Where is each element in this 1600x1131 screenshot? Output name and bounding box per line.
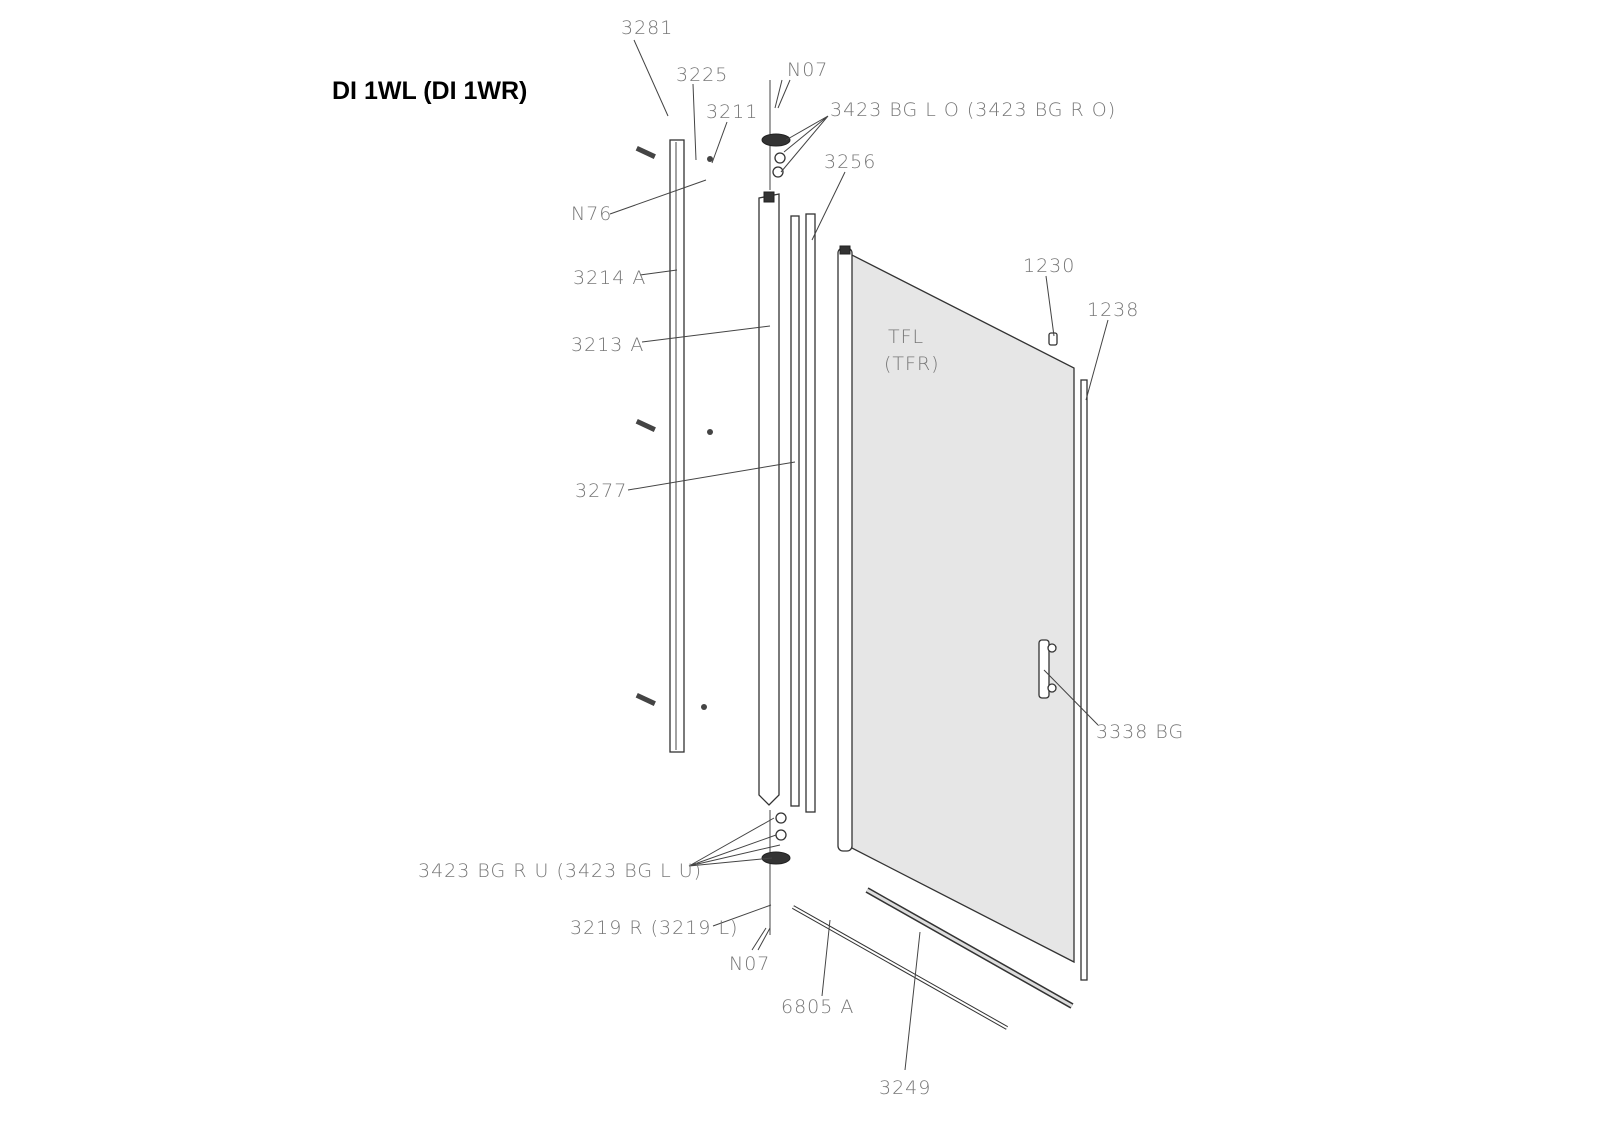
label-3213a: 3213 A bbox=[571, 334, 644, 356]
label-3423-bottom: 3423 BG R U (3423 BG L U) bbox=[418, 860, 702, 882]
label-3423-top: 3423 BG L O (3423 BG R O) bbox=[830, 99, 1116, 121]
seal-1238 bbox=[1080, 379, 1088, 981]
hinge-top-3423 bbox=[761, 133, 791, 178]
label-3277: 3277 bbox=[575, 480, 627, 502]
seal-3256 bbox=[805, 213, 816, 813]
clip-1230 bbox=[1048, 332, 1058, 346]
seal-6805a bbox=[792, 905, 1008, 1030]
label-1230: 1230 bbox=[1023, 255, 1075, 277]
bottom-seal-3249 bbox=[865, 887, 1074, 1009]
label-3249: 3249 bbox=[879, 1077, 931, 1099]
label-3225: 3225 bbox=[676, 64, 728, 86]
label-3211: 3211 bbox=[706, 101, 758, 123]
label-3256: 3256 bbox=[824, 151, 876, 173]
glass-panel-tfl bbox=[837, 245, 1075, 964]
label-n07-bottom: N07 bbox=[729, 953, 770, 975]
label-6805a: 6805 A bbox=[781, 996, 854, 1018]
label-3219: 3219 R (3219 L) bbox=[570, 917, 738, 939]
label-3338bg: 3338 BG bbox=[1096, 721, 1184, 743]
label-n07-top: N07 bbox=[787, 59, 828, 81]
handle-3338 bbox=[1038, 639, 1057, 699]
label-tfl: TFL bbox=[888, 326, 924, 348]
part-labels: 3281 3225 3211 N07 3423 BG L O (3423 BG … bbox=[418, 17, 1184, 1099]
profile-3213a bbox=[758, 191, 780, 806]
label-1238: 1238 bbox=[1087, 299, 1139, 321]
wall-anchors bbox=[635, 145, 713, 710]
label-3281: 3281 bbox=[621, 17, 673, 39]
label-tfr: (TFR) bbox=[884, 353, 940, 375]
diagram-title: DI 1WL (DI 1WR) bbox=[332, 77, 527, 105]
profile-3277 bbox=[790, 215, 800, 807]
leader-lines bbox=[609, 39, 1109, 1071]
wall-profile-3214a bbox=[669, 139, 685, 753]
label-3214a: 3214 A bbox=[573, 267, 646, 289]
label-n76: N76 bbox=[571, 203, 612, 225]
hinge-bottom-3423 bbox=[761, 812, 791, 865]
